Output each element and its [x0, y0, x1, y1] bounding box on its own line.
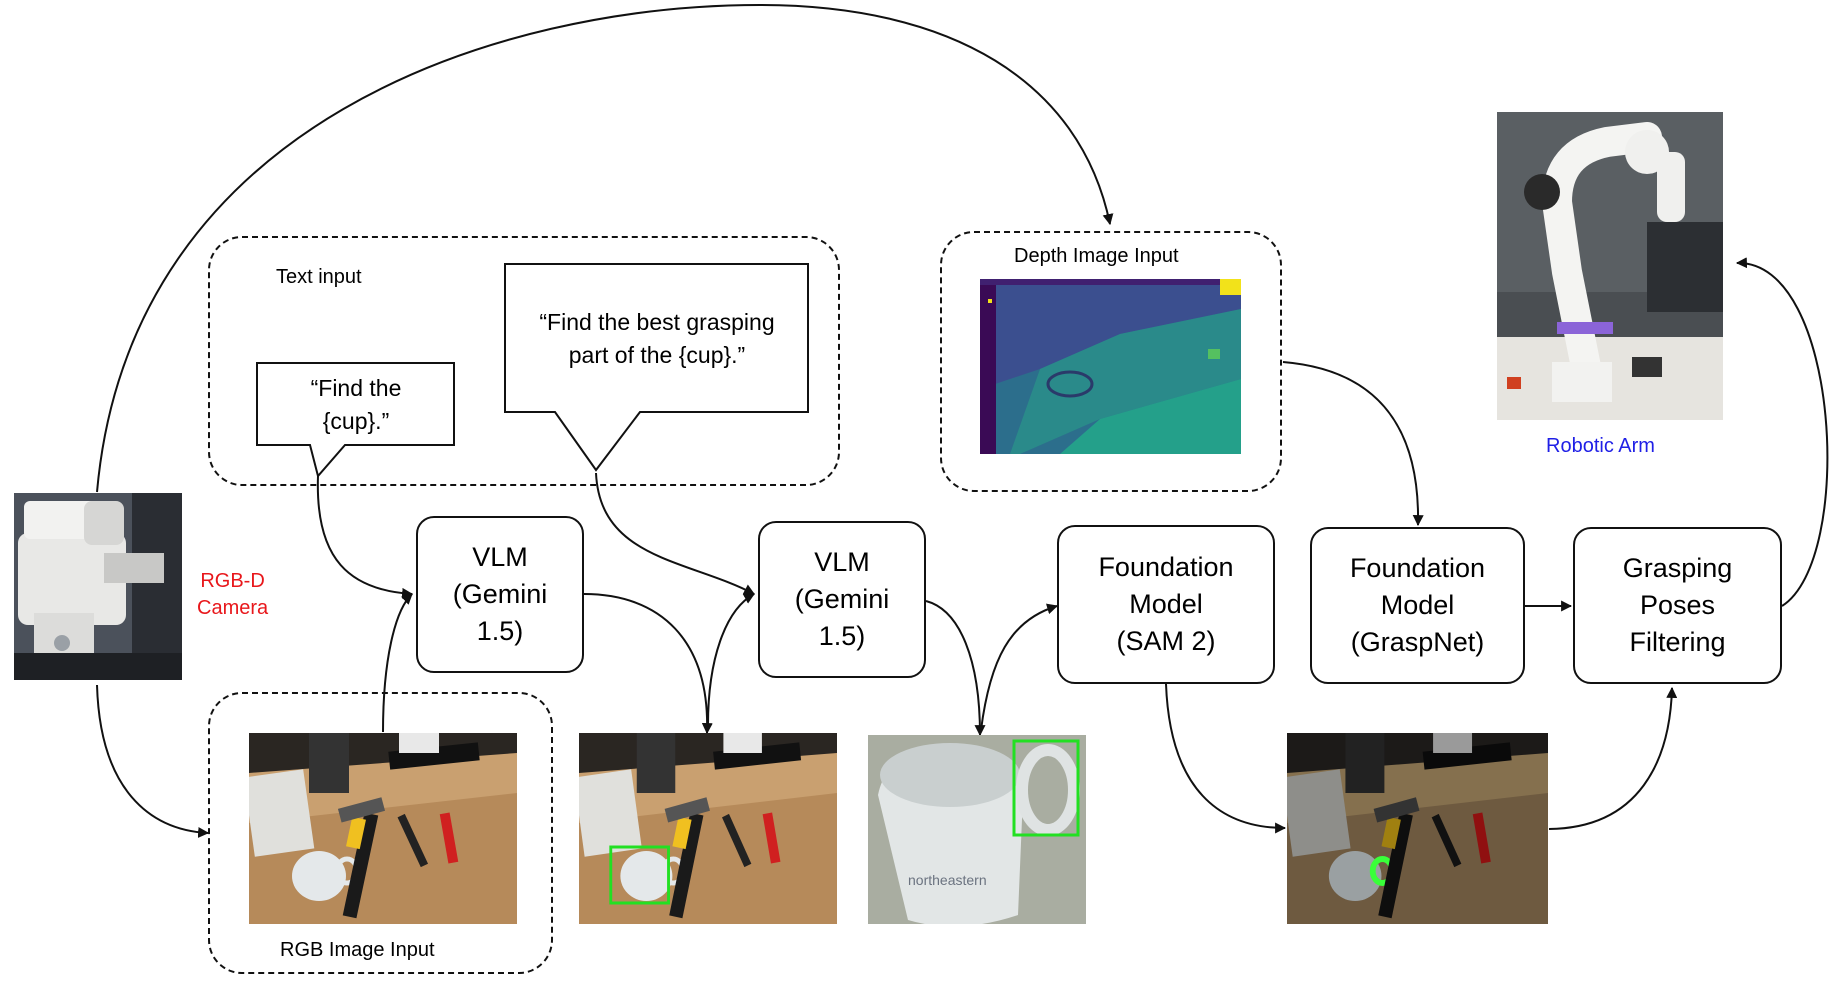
- graspnet-foundation-node: Foundation Model (GraspNet): [1310, 527, 1525, 684]
- arrow-camera-to-depth: [96, 3, 1114, 493]
- rgbd-camera-photo: [14, 493, 182, 680]
- arrow-crop-to-sam2: [980, 603, 1059, 731]
- arrow-prompt1-to-vlm1: [316, 475, 414, 599]
- rgb-input-group: [208, 692, 553, 974]
- rgb-input-image: [249, 733, 517, 924]
- robotic-arm-photo: [1497, 112, 1723, 420]
- prompt-grasp-part-line-2: part of the {cup}.”: [568, 342, 746, 368]
- robotic-arm-label: Robotic Arm: [1546, 435, 1655, 457]
- graspnet-line-3: (GraspNet): [1350, 627, 1485, 657]
- vlm-gemini-node-1: VLM (Gemini 1.5): [416, 516, 584, 673]
- arrow-rgb-to-vlm1: [382, 593, 413, 733]
- sam2-line-3: (SAM 2): [1116, 626, 1216, 656]
- grasp-filtering-node: Grasping Poses Filtering: [1573, 527, 1782, 684]
- camera-label-line-2: Camera: [197, 597, 269, 619]
- vlm1-line-2: (Gemini: [452, 579, 548, 609]
- vlm1-line-1: VLM: [472, 542, 528, 572]
- filtering-line-2: Poses: [1639, 590, 1716, 620]
- prompt-find-cup: “Find the {cup}.”: [258, 370, 454, 440]
- text-input-title: Text input: [276, 266, 362, 288]
- filtering-line-1: Grasping: [1622, 553, 1733, 583]
- arrow-sam2-to-grasp-image: [1165, 683, 1287, 834]
- grasp-mask-image: [1287, 733, 1548, 924]
- prompt-grasp-part-line-1: “Find the best grasping: [539, 309, 775, 335]
- prompt-bubble-grasp-part-shape: [504, 263, 809, 472]
- prompt-find-grasp-part: “Find the best grasping part of the {cup…: [506, 304, 808, 374]
- vlm-gemini-node-2: VLM (Gemini 1.5): [758, 521, 926, 678]
- svg-text:northeastern: northeastern: [908, 872, 987, 888]
- detected-cup-image: [579, 733, 837, 924]
- sam2-line-2: Model: [1129, 589, 1203, 619]
- prompt-bubble-find-cup-shape: [256, 362, 455, 479]
- rgb-input-title: RGB Image Input: [280, 939, 435, 961]
- vlm1-line-3: 1.5): [476, 616, 524, 646]
- prompt-find-cup-line-1: “Find the: [310, 375, 402, 401]
- depth-image: [980, 279, 1241, 454]
- sam2-foundation-node: Foundation Model (SAM 2): [1057, 525, 1275, 684]
- vlm2-line-2: (Gemini: [794, 584, 890, 614]
- vlm2-line-1: VLM: [814, 547, 870, 577]
- cropped-cup-image: northeastern: [868, 735, 1086, 924]
- arrow-bbox-to-vlm2: [707, 593, 755, 726]
- graspnet-line-2: Model: [1380, 590, 1455, 620]
- sam2-line-1: Foundation: [1098, 552, 1234, 582]
- graspnet-line-1: Foundation: [1349, 553, 1486, 583]
- arrow-depth-to-graspnet: [1282, 361, 1424, 527]
- rgbd-camera-label: RGB-D Camera: [197, 568, 268, 622]
- arrow-prompt2-to-vlm2: [595, 472, 755, 595]
- arrow-grasp-image-to-filtering: [1548, 686, 1678, 830]
- cup-bounding-box: [609, 845, 670, 905]
- text-input-group: [208, 236, 840, 486]
- depth-input-title: Depth Image Input: [1014, 245, 1179, 267]
- handle-bounding-box: [1012, 739, 1080, 837]
- camera-label-line-1: RGB-D: [200, 570, 265, 592]
- arrow-vlm1-to-bbox: [583, 593, 713, 735]
- arrow-camera-to-rgb: [96, 684, 210, 838]
- arrow-filtering-to-robot: [1735, 257, 1829, 607]
- vlm2-line-3: 1.5): [818, 621, 866, 651]
- depth-input-group: [940, 231, 1282, 492]
- filtering-line-3: Filtering: [1629, 627, 1726, 657]
- prompt-find-cup-line-2: {cup}.”: [322, 408, 390, 434]
- arrow-vlm2-to-crop: [925, 600, 986, 737]
